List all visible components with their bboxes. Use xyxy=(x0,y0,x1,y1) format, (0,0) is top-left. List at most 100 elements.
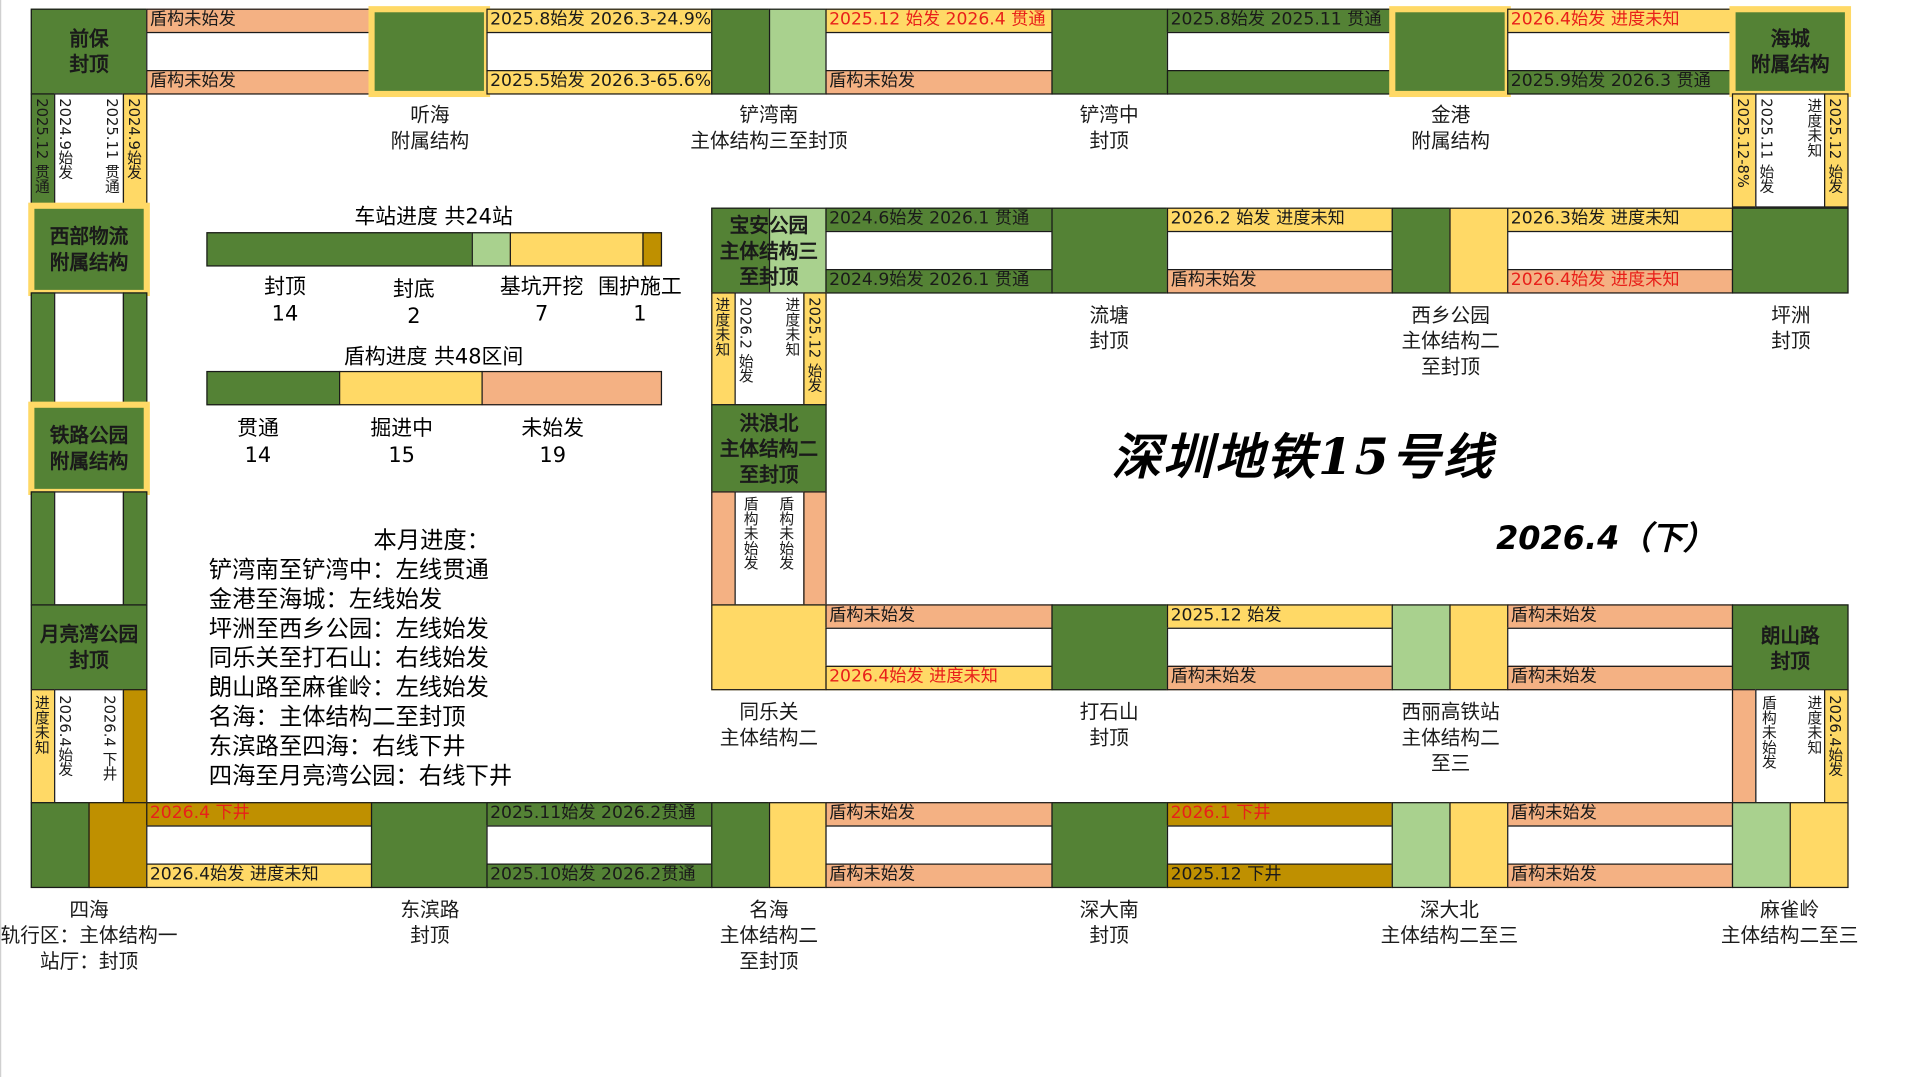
station-status: 附属结构 xyxy=(1411,128,1490,153)
station-label-tielugongyuan: 铁路公园附属结构 xyxy=(31,423,148,475)
tunnel-gap xyxy=(1507,627,1734,667)
station-status: 主体结构三 xyxy=(719,239,819,263)
station-status: 封顶 xyxy=(1089,923,1129,948)
tunnel-label: 2026.4 下井 xyxy=(100,695,118,781)
progress-segment xyxy=(206,232,473,267)
tunnel-bar-lowered xyxy=(122,689,148,804)
station-label-dongbinlu: 东滨路封顶 xyxy=(359,897,501,949)
station-label-chanwanzhong: 铲湾中封顶 xyxy=(1032,102,1187,154)
station-label-tongleguan: 同乐关主体结构二 xyxy=(700,699,838,751)
legend-label: 围护施工 xyxy=(598,275,682,300)
tunnel-label: 进度未知 xyxy=(1805,695,1823,755)
station-box-dashishan xyxy=(1051,604,1169,691)
station-label-baoangongyuan: 宝安公园主体结构三至封顶 xyxy=(705,212,833,289)
legend-value: 2 xyxy=(407,304,421,330)
tunnel-label: 2025.12-8% xyxy=(1734,98,1752,188)
legend-value: 14 xyxy=(271,302,299,327)
tunnel-bar-complete xyxy=(122,292,148,406)
tunnel-gap xyxy=(146,31,373,72)
tunnel-label: 盾构未始发 xyxy=(1507,863,1734,889)
tunnel-label: 进度未知 xyxy=(1805,98,1823,158)
legend-label: 基坑开挖 xyxy=(499,275,584,300)
station-box-xibuwuliu xyxy=(28,202,150,297)
station-status: 至三 xyxy=(1430,751,1471,776)
station-box-honglangbei xyxy=(711,404,827,493)
tunnel-gap xyxy=(825,627,1053,667)
legend-value: 19 xyxy=(539,443,567,468)
tunnel-label: 2024.9始发 2026.1 贯通 xyxy=(825,268,1053,294)
tunnel-gap xyxy=(1507,230,1734,271)
station-status: 附属结构 xyxy=(1750,52,1830,77)
legend-label: 贯通 xyxy=(237,416,279,441)
station-label-dashishan: 打石山封顶 xyxy=(1038,699,1180,751)
tunnel-label: 进度未知 xyxy=(33,695,51,755)
station-name: 麻雀岭 xyxy=(1760,897,1820,922)
monthly-item: 金港至海城：左线始发 xyxy=(208,585,443,613)
tunnel-gap xyxy=(1507,825,1734,865)
station-status: 封顶 xyxy=(1770,649,1810,674)
legend-value: 1 xyxy=(633,302,647,327)
station-status: 主体结构二至三 xyxy=(1720,923,1859,948)
station-box-shendabei xyxy=(1449,802,1509,889)
legend-label: 未始发 xyxy=(521,416,585,441)
station-label-jingang: 金港附属结构 xyxy=(1376,102,1526,154)
station-progress-bar xyxy=(206,232,663,267)
tunnel-label: 盾构未始发 xyxy=(146,70,373,95)
station-label-minghai: 名海主体结构二至封顶 xyxy=(700,897,838,974)
station-name: 月亮湾公园 xyxy=(39,622,139,647)
tunnel-gap xyxy=(734,292,805,406)
legend-value: 15 xyxy=(388,443,415,468)
tunnel-bar-progress xyxy=(1824,93,1849,208)
station-label-tinghai: 听海附属结构 xyxy=(354,102,506,154)
tunnel-label: 2025.8始发 2025.11 贯通 xyxy=(1166,8,1393,34)
tunnel-label: 2025.12 贯通 xyxy=(33,98,51,194)
tunnel-gap xyxy=(734,491,805,606)
tunnel-label: 2024.6始发 2026.1 贯通 xyxy=(825,207,1053,233)
station-status: 封顶 xyxy=(69,52,109,77)
monthly-item: 名海：主体结构二至封顶 xyxy=(208,703,466,731)
tunnel-label: 2026.2 始发 xyxy=(736,297,755,383)
tunnel-gap xyxy=(825,825,1053,865)
monthly-item: 铲湾南至铲湾中：左线贯通 xyxy=(208,556,489,584)
station-status: 至封顶 xyxy=(739,265,799,289)
tunnel-label: 盾构未始发 xyxy=(825,863,1053,889)
tunnel-label: 盾构未始发 xyxy=(1507,665,1734,691)
tunnel-bar-complete xyxy=(30,292,56,406)
tunnel-gap xyxy=(1755,93,1826,208)
tunnel-gap xyxy=(54,689,125,804)
station-box-xixianggongyuan xyxy=(1449,207,1509,294)
station-status: 至封顶 xyxy=(739,463,799,487)
station-name: 流塘 xyxy=(1089,303,1129,327)
station-name: 听海 xyxy=(410,103,450,127)
legend-label: 封顶 xyxy=(264,275,306,300)
station-status: 主体结构三至封顶 xyxy=(690,128,848,153)
tunnel-bar-notstarted xyxy=(1731,689,1757,804)
station-name: 洪浪北 xyxy=(739,411,799,435)
station-status: 轨行区：主体结构一 xyxy=(0,923,178,948)
tunnel-gap xyxy=(1166,230,1393,271)
station-name: 深大北 xyxy=(1419,897,1479,922)
tunnel-label: 2026.3始发 进度未知 xyxy=(1507,207,1734,233)
station-box-maqueling xyxy=(1789,802,1849,889)
tunnel-bar-complete xyxy=(30,491,56,606)
tunnel-bar-notstarted xyxy=(803,491,827,606)
tunnel-label: 盾构未始发 xyxy=(1166,268,1393,294)
station-status: 封顶 xyxy=(410,923,450,948)
tunnel-label: 2024.9始发 xyxy=(56,98,74,180)
tunnel-label: 2026.4始发 进度未知 xyxy=(825,665,1053,691)
tunnel-label: 2026.4始发 进度未知 xyxy=(1507,8,1734,34)
station-status: 主体结构二 xyxy=(719,725,819,750)
station-status: 主体结构二 xyxy=(719,923,819,948)
station-label-langshanlu: 朗山路封顶 xyxy=(1732,623,1849,675)
legend-value: 7 xyxy=(535,302,549,327)
station-status: 主体结构二 xyxy=(1401,329,1500,353)
station-name: 西丽高铁站 xyxy=(1401,700,1500,724)
tunnel-gap xyxy=(486,31,713,72)
tunnel-gap xyxy=(1166,627,1393,667)
